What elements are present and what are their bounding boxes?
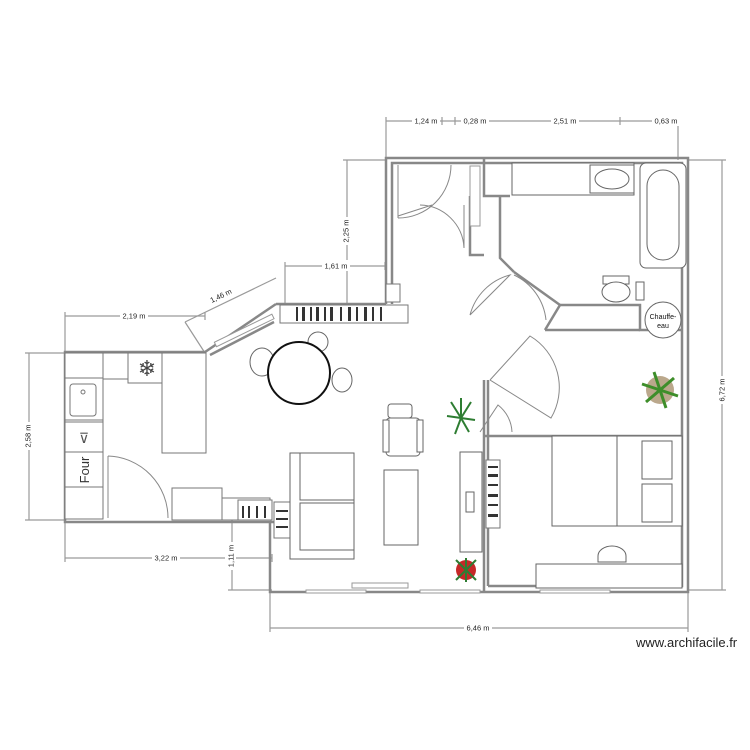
bedroom xyxy=(535,435,683,589)
kitchen-icons: ❄ ⊽ Four xyxy=(77,356,156,483)
coffee-table xyxy=(383,469,419,546)
living-room xyxy=(249,331,483,560)
dimension-label: 1,11 m xyxy=(227,545,236,567)
water-heater xyxy=(644,301,682,339)
dimension-label: 6,46 m xyxy=(467,624,490,633)
dimension-labels: 1,24 m 0,28 m 2,51 m 0,63 m 2,25 m 1,61 … xyxy=(22,115,727,633)
oven-label: Four xyxy=(77,456,92,483)
plants xyxy=(446,371,679,582)
kitchen xyxy=(64,352,271,521)
dimension-label: 2,25 m xyxy=(342,220,351,243)
dining-table xyxy=(267,341,331,405)
glass-icon: ⊽ xyxy=(79,432,89,447)
dimension-label: 2,19 m xyxy=(123,312,146,321)
dimension-label: 2,58 m xyxy=(24,425,33,448)
dishwasher xyxy=(64,421,104,453)
dimension-label: 2,51 m xyxy=(554,117,577,126)
dimension-label: 0,63 m xyxy=(655,117,678,126)
oven xyxy=(64,451,104,488)
dimension-label: 3,22 m xyxy=(155,554,178,563)
plant-icon xyxy=(446,398,476,435)
desk-chair xyxy=(597,545,627,563)
desk-chair xyxy=(387,403,413,419)
water-heater-label: Chauffe- xyxy=(650,314,677,321)
plant-icon xyxy=(641,371,679,409)
dimension-label: 1,61 m xyxy=(325,262,348,271)
doors xyxy=(107,164,560,519)
dimension-label: 1,24 m xyxy=(415,117,438,126)
watermark: www.archifacile.fr xyxy=(636,635,738,650)
snowflake-icon: ❄ xyxy=(138,356,156,381)
bookshelf xyxy=(237,283,501,539)
dimension-label: 0,28 m xyxy=(464,117,487,126)
chair xyxy=(331,367,353,393)
bathroom xyxy=(511,162,687,339)
dimension-label: 1,46 m xyxy=(209,287,234,305)
plant-icon xyxy=(455,558,477,582)
kitchen-island xyxy=(161,352,207,454)
desk xyxy=(535,563,683,589)
dimension-label: 6,72 m xyxy=(718,379,727,402)
windows xyxy=(213,165,611,594)
bin xyxy=(171,487,223,521)
water-heater-label: eau xyxy=(657,323,669,330)
sink xyxy=(64,377,104,421)
